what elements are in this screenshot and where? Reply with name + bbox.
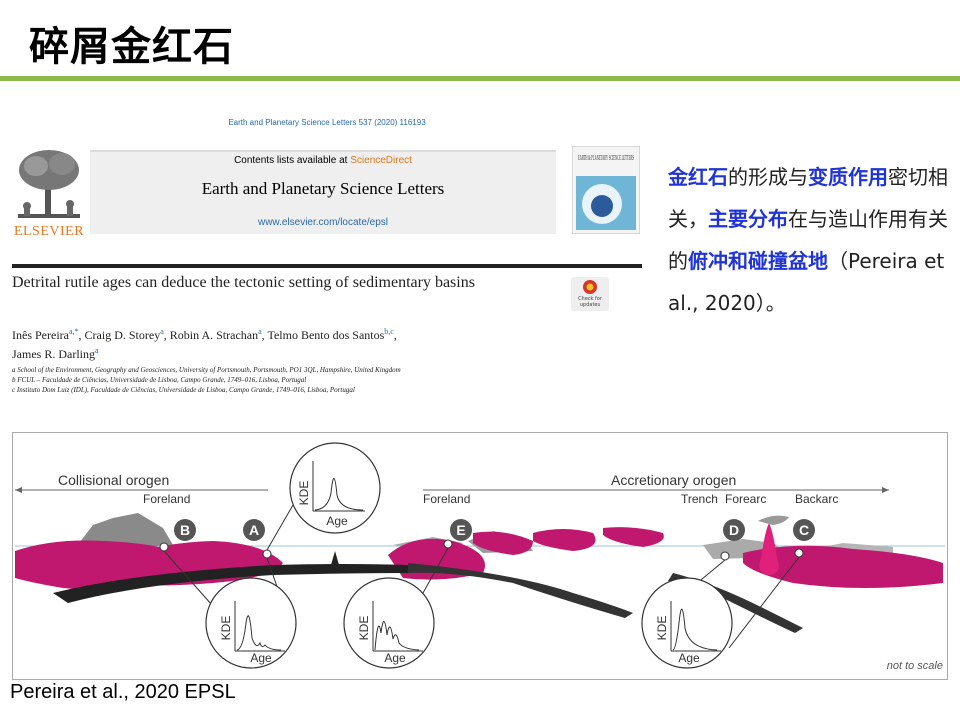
elsevier-logo: ELSEVIER — [12, 146, 86, 239]
kde-inset — [205, 577, 297, 669]
kde-inset — [641, 577, 733, 669]
journal-banner: ELSEVIER Contents lists available at Sci… — [12, 140, 642, 268]
figure-credit: Pereira et al., 2020 EPSL — [10, 681, 236, 703]
age-axis-label: Age — [250, 651, 272, 665]
forearc-label: Forearc — [725, 492, 766, 506]
age-axis-label: Age — [384, 651, 406, 665]
marker-e: E — [450, 519, 472, 541]
marker-c: C — [793, 519, 815, 541]
elsevier-tree-icon — [18, 150, 80, 218]
author-list: Inês Pereiraa,*, Craig D. Storeya, Robin… — [12, 324, 572, 362]
contents-line: Contents lists available at ScienceDirec… — [90, 155, 556, 166]
publisher-name: ELSEVIER — [13, 224, 85, 239]
check-updates-label: Check for updates — [578, 296, 602, 308]
foreland-label: Foreland — [423, 492, 470, 506]
marker-a: A — [243, 519, 265, 541]
kde-inset — [343, 577, 435, 669]
kde-axis-label: KDE — [655, 616, 669, 641]
check-updates-badge[interactable]: Check for updates — [571, 277, 609, 311]
paper-header: Earth and Planetary Science Letters 537 … — [12, 112, 642, 402]
svg-text:C: C — [799, 522, 809, 538]
svg-text:D: D — [729, 522, 739, 538]
journal-citation: Earth and Planetary Science Letters 537 … — [228, 118, 426, 127]
accretionary-orogen-label: Accretionary orogen — [611, 472, 736, 488]
not-to-scale-note: not to scale — [887, 660, 943, 672]
journal-cover: EARTH & PLANETARY SCIENCE LETTERS — [571, 145, 641, 235]
age-axis-label: Age — [326, 514, 348, 528]
author[interactable]: Craig D. Storeya, — [84, 327, 170, 342]
kde-axis-label: KDE — [219, 616, 233, 641]
highlight-term: 主要分布 — [708, 207, 788, 231]
backarc-label: Backarc — [795, 492, 838, 506]
check-updates-icon — [583, 280, 597, 294]
contents-prefix: Contents lists available at — [234, 155, 351, 166]
journal-name: Earth and Planetary Science Letters — [201, 179, 445, 198]
svg-text:B: B — [180, 522, 190, 538]
marker-d: D — [723, 519, 745, 541]
svg-text:E: E — [456, 522, 465, 538]
author[interactable]: Telmo Bento dos Santosb,c, — [267, 327, 397, 342]
kde-axis-label: KDE — [357, 616, 371, 641]
highlight-term: 金红石 — [668, 165, 728, 189]
svg-text:A: A — [249, 522, 259, 538]
highlight-term: 变质作用 — [808, 165, 888, 189]
header-rule — [12, 264, 642, 268]
affiliation: b FCUL – Faculdade de Ciências, Universi… — [12, 376, 307, 384]
slide-title: 碎屑金红石 — [29, 24, 234, 70]
side-description: 金红石的形成与变质作用密切相关，主要分布在与造山作用有关的俯冲和碰撞盆地（Per… — [668, 156, 948, 324]
foreland-label: Foreland — [143, 492, 190, 506]
contents-box: Contents lists available at ScienceDirec… — [90, 150, 556, 234]
trench-label: Trench — [681, 492, 718, 506]
author[interactable]: James R. Darlinga — [12, 346, 99, 361]
affiliation: a School of the Environment, Geography a… — [12, 366, 401, 374]
kde-axis-label: KDE — [297, 481, 311, 506]
body-text: 在与造山作用有关的 — [668, 207, 948, 273]
body-text: 的形成与 — [728, 165, 808, 189]
author[interactable]: Inês Pereiraa,*, — [12, 327, 85, 342]
title-divider — [0, 76, 960, 81]
body-text: （Pereira et al., 2020）。 — [668, 249, 945, 315]
marker-b: B — [174, 519, 196, 541]
cover-text: EARTH & PLANETARY SCIENCE LETTERS — [578, 154, 634, 162]
journal-url[interactable]: www.elsevier.com/locate/epsl — [257, 217, 389, 228]
sciencedirect-link[interactable]: ScienceDirect — [350, 155, 412, 166]
body-text: 密切相关， — [668, 165, 948, 231]
article-title: Detrital rutile ages can deduce the tect… — [12, 274, 475, 291]
author[interactable]: Robin A. Strachana, — [169, 327, 268, 342]
age-axis-label: Age — [678, 651, 700, 665]
tectonic-figure: Collisional orogen Accretionary orogen F… — [12, 432, 948, 680]
collisional-orogen-label: Collisional orogen — [58, 472, 169, 488]
affiliation: c Instituto Dom Luiz (IDL), Faculdade de… — [12, 386, 355, 394]
highlight-term: 俯冲和碰撞盆地 — [688, 249, 828, 273]
